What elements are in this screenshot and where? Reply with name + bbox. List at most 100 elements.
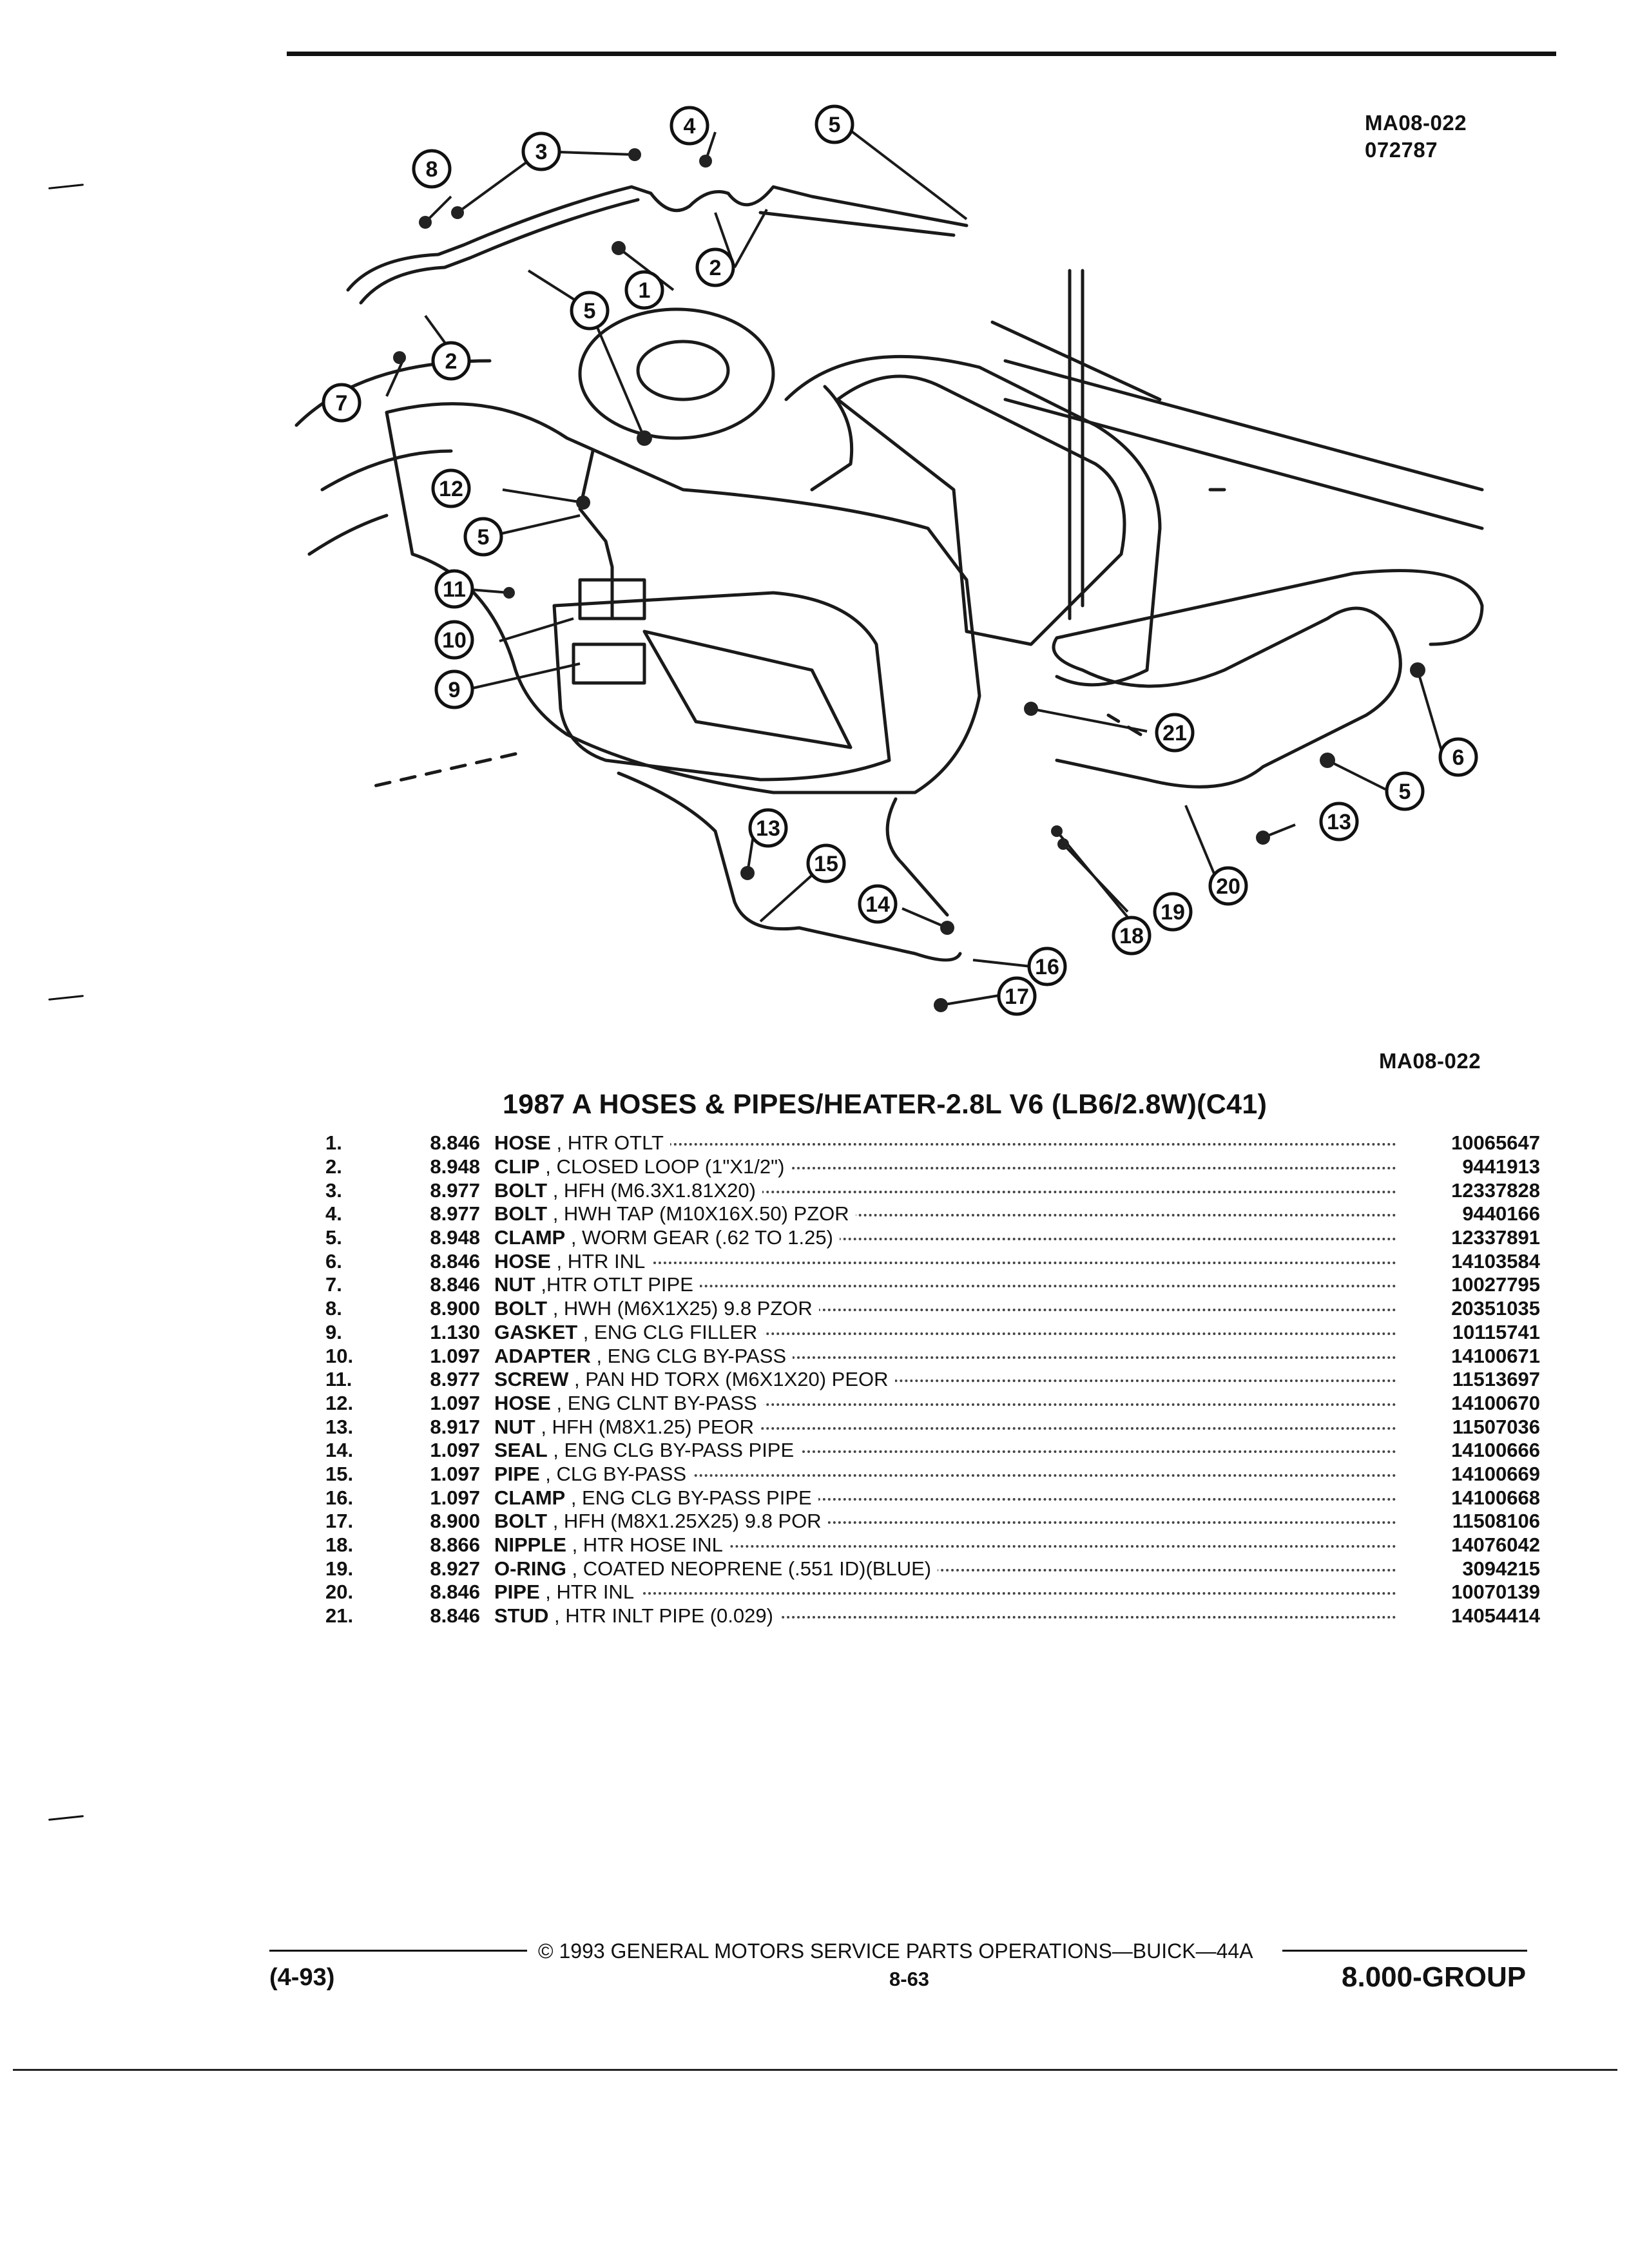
engine-outline bbox=[385, 402, 981, 794]
item-number: 2. bbox=[325, 1155, 342, 1178]
valve-cover bbox=[642, 629, 853, 749]
group-number: 8.948 bbox=[430, 1226, 480, 1249]
table-row: 6. 8.846 HOSE , HTR INL 14103584 bbox=[325, 1249, 1540, 1273]
heater-inlet-pipe bbox=[1052, 569, 1484, 789]
part-description: PIPE , CLG BY-PASS bbox=[494, 1462, 1402, 1486]
part-number: 3094215 bbox=[1462, 1557, 1540, 1580]
part-name: CLAMP bbox=[494, 1226, 566, 1249]
svg-text:8: 8 bbox=[426, 157, 438, 182]
callout-6: 6 bbox=[1438, 737, 1478, 777]
table-row: 19. 8.927 O-RING , COATED NEOPRENE (.551 I… bbox=[325, 1557, 1540, 1581]
part-name: HOSE bbox=[494, 1131, 551, 1155]
drawing-date-code: 072787 bbox=[1365, 138, 1438, 162]
part-description: SCREW , PAN HD TORX (M6X1X20) PEOR bbox=[494, 1368, 1402, 1392]
part-detail: , ENG CLG FILLER bbox=[577, 1320, 758, 1343]
part-description: BOLT , HFH (M6.3X1.81X20) bbox=[494, 1178, 1402, 1202]
svg-text:3: 3 bbox=[535, 140, 548, 164]
svg-text:16: 16 bbox=[1035, 955, 1059, 979]
margin-tick bbox=[48, 995, 84, 1001]
part-number: 12337828 bbox=[1451, 1178, 1540, 1202]
part-number: 14100669 bbox=[1451, 1462, 1540, 1485]
svg-text:15: 15 bbox=[814, 852, 838, 876]
item-number: 16. bbox=[325, 1486, 354, 1509]
part-name: NUT bbox=[494, 1273, 535, 1296]
part-name: BOLT bbox=[494, 1202, 548, 1225]
part-description: O-RING , COATED NEOPRENE (.551 ID)(BLUE) bbox=[494, 1557, 1402, 1581]
group-number: 8.846 bbox=[430, 1249, 480, 1273]
svg-text:10: 10 bbox=[442, 628, 467, 653]
part-name: PIPE bbox=[494, 1462, 540, 1485]
svg-text:9: 9 bbox=[448, 678, 461, 702]
part-detail: , HTR INL bbox=[539, 1581, 635, 1604]
svg-text:6: 6 bbox=[1452, 745, 1465, 770]
part-number: 10065647 bbox=[1451, 1131, 1540, 1155]
item-number: 1. bbox=[325, 1131, 342, 1155]
callout-2: 2 bbox=[431, 341, 471, 381]
part-name: CLAMP bbox=[494, 1486, 566, 1509]
part-number: 9440166 bbox=[1462, 1202, 1540, 1225]
svg-text:4: 4 bbox=[684, 114, 696, 139]
part-description: NUT , HFH (M8X1.25) PEOR bbox=[494, 1415, 1402, 1439]
item-number: 19. bbox=[325, 1557, 354, 1580]
group-number: 8.927 bbox=[430, 1557, 480, 1580]
part-number: 14100668 bbox=[1451, 1486, 1540, 1509]
part-detail: , HTR HOSE INL bbox=[566, 1533, 723, 1557]
item-number: 11. bbox=[325, 1368, 352, 1391]
part-number: 10070139 bbox=[1451, 1581, 1540, 1604]
group-number: 1.097 bbox=[430, 1391, 480, 1414]
part-name: HOSE bbox=[494, 1249, 551, 1273]
firewall bbox=[784, 354, 1162, 687]
group-number: 8.846 bbox=[430, 1131, 480, 1155]
item-number: 12. bbox=[325, 1391, 354, 1414]
part-number: 11513697 bbox=[1452, 1368, 1540, 1391]
footer-revision: (4-93) bbox=[269, 1964, 335, 1991]
part-name: ADAPTER bbox=[494, 1344, 591, 1367]
heater-core-housing bbox=[836, 374, 1126, 646]
svg-text:5: 5 bbox=[1399, 780, 1411, 804]
callout-18: 18 bbox=[1112, 916, 1152, 956]
callout-11: 11 bbox=[434, 569, 474, 609]
callout-14: 14 bbox=[858, 884, 898, 924]
part-detail: , HWH TAP (M10X16X.50) PZOR bbox=[547, 1202, 849, 1225]
callout-7: 7 bbox=[322, 383, 361, 423]
item-number: 6. bbox=[325, 1249, 342, 1273]
part-detail: , HFH (M8X1.25) PEOR bbox=[535, 1415, 755, 1438]
part-detail: , ENG CLG BY-PASS bbox=[590, 1344, 787, 1367]
part-name: BOLT bbox=[494, 1510, 548, 1533]
part-name: NUT bbox=[494, 1415, 535, 1438]
item-number: 20. bbox=[325, 1581, 354, 1604]
part-detail: , HFH (M6.3X1.81X20) bbox=[547, 1178, 756, 1202]
item-number: 15. bbox=[325, 1462, 354, 1485]
part-detail: , CLOSED LOOP (1"X1/2") bbox=[539, 1155, 785, 1178]
engine-manifold bbox=[552, 591, 891, 782]
part-number: 14054414 bbox=[1451, 1604, 1540, 1628]
part-detail: , HTR OTLT bbox=[550, 1131, 664, 1155]
callout-8: 8 bbox=[412, 149, 452, 189]
part-name: BOLT bbox=[494, 1297, 548, 1320]
part-detail: , ENG CLG BY-PASS PIPE bbox=[547, 1439, 795, 1462]
part-number: 14103584 bbox=[1451, 1249, 1540, 1273]
group-number: 8.900 bbox=[430, 1297, 480, 1320]
part-name: O-RING bbox=[494, 1557, 566, 1580]
heater-outlet-hose bbox=[346, 185, 969, 292]
part-detail: , WORM GEAR (.62 TO 1.25) bbox=[565, 1226, 833, 1249]
part-number: 10115741 bbox=[1452, 1320, 1540, 1343]
part-description: CLAMP , WORM GEAR (.62 TO 1.25) bbox=[494, 1226, 1402, 1250]
item-number: 9. bbox=[325, 1320, 342, 1343]
svg-text:5: 5 bbox=[584, 299, 596, 323]
callout-4: 4 bbox=[670, 106, 709, 146]
bypass-hose bbox=[578, 449, 614, 620]
svg-text:2: 2 bbox=[709, 256, 722, 280]
part-number: 14100670 bbox=[1451, 1391, 1540, 1414]
item-number: 14. bbox=[325, 1439, 354, 1462]
part-detail: , HTR INL bbox=[550, 1249, 646, 1273]
